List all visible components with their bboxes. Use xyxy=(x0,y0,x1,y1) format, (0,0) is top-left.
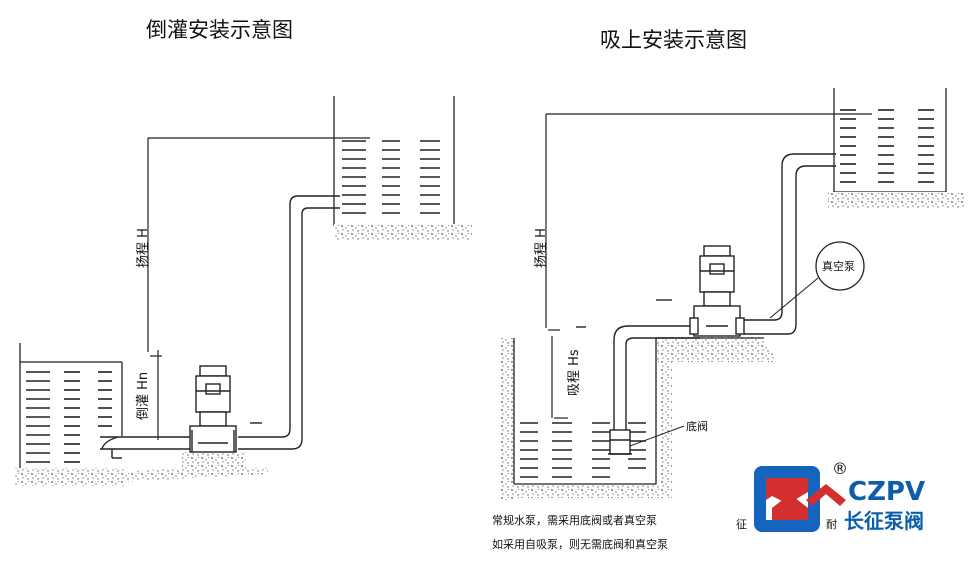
logo-registered-mark: ® xyxy=(832,459,848,478)
sump-pit xyxy=(500,336,778,500)
left-diagram-title: 倒灌安装示意图 xyxy=(146,18,293,42)
right-head-label: 扬程 H xyxy=(534,228,549,268)
czpv-logo: 征 ® CZPV 耐 长征泵阀 xyxy=(736,459,925,533)
left-head-label: 扬程 H xyxy=(136,228,151,268)
upper-discharge-tank xyxy=(333,96,455,227)
note-line-1: 常规水泵，需采用底阀或者真空泵 xyxy=(492,513,657,527)
left-suction-pipe xyxy=(100,436,190,459)
foot-valve-leader xyxy=(629,425,685,447)
logo-fragment-right: 耐 xyxy=(826,518,837,531)
right-upper-tank-ground xyxy=(828,192,964,208)
left-inflow-label: 倒灌 Hn xyxy=(136,372,151,420)
left-diagram: 倒灌安装示意图 xyxy=(14,18,472,486)
left-dimension-lines xyxy=(147,137,370,440)
note-line-2: 如采用自吸泵，则无需底阀和真空泵 xyxy=(492,537,668,551)
logo-brand-en: CZPV xyxy=(848,477,925,507)
right-suction-label: 吸程 Hs xyxy=(567,349,582,396)
logo-flag-icon xyxy=(806,484,846,506)
right-upper-tank xyxy=(833,88,947,193)
logo-mark-icon xyxy=(754,466,820,532)
upper-tank-ground xyxy=(334,224,472,240)
lower-supply-tank xyxy=(19,343,123,472)
right-suction-pipe xyxy=(613,325,700,430)
vacuum-pump-label: 真空泵 xyxy=(822,259,855,273)
left-discharge-pipe xyxy=(238,195,340,450)
right-diagram-title: 吸上安装示意图 xyxy=(600,28,747,52)
foot-valve-label: 底阀 xyxy=(686,419,708,433)
logo-brand-cn: 长征泵阀 xyxy=(844,509,924,533)
foot-valve xyxy=(608,429,632,455)
right-vertical-pump xyxy=(689,245,745,337)
right-diagram: 吸上安装示意图 xyxy=(492,28,964,551)
pump-base-ground xyxy=(120,468,268,482)
left-vertical-pump xyxy=(189,365,237,453)
right-dimension-lines xyxy=(545,113,872,419)
vacuum-pump-callout: 真空泵 xyxy=(769,241,865,319)
left-ground xyxy=(14,468,124,486)
logo-fragment-left: 征 xyxy=(736,518,747,531)
right-discharge-pipe xyxy=(744,153,836,335)
